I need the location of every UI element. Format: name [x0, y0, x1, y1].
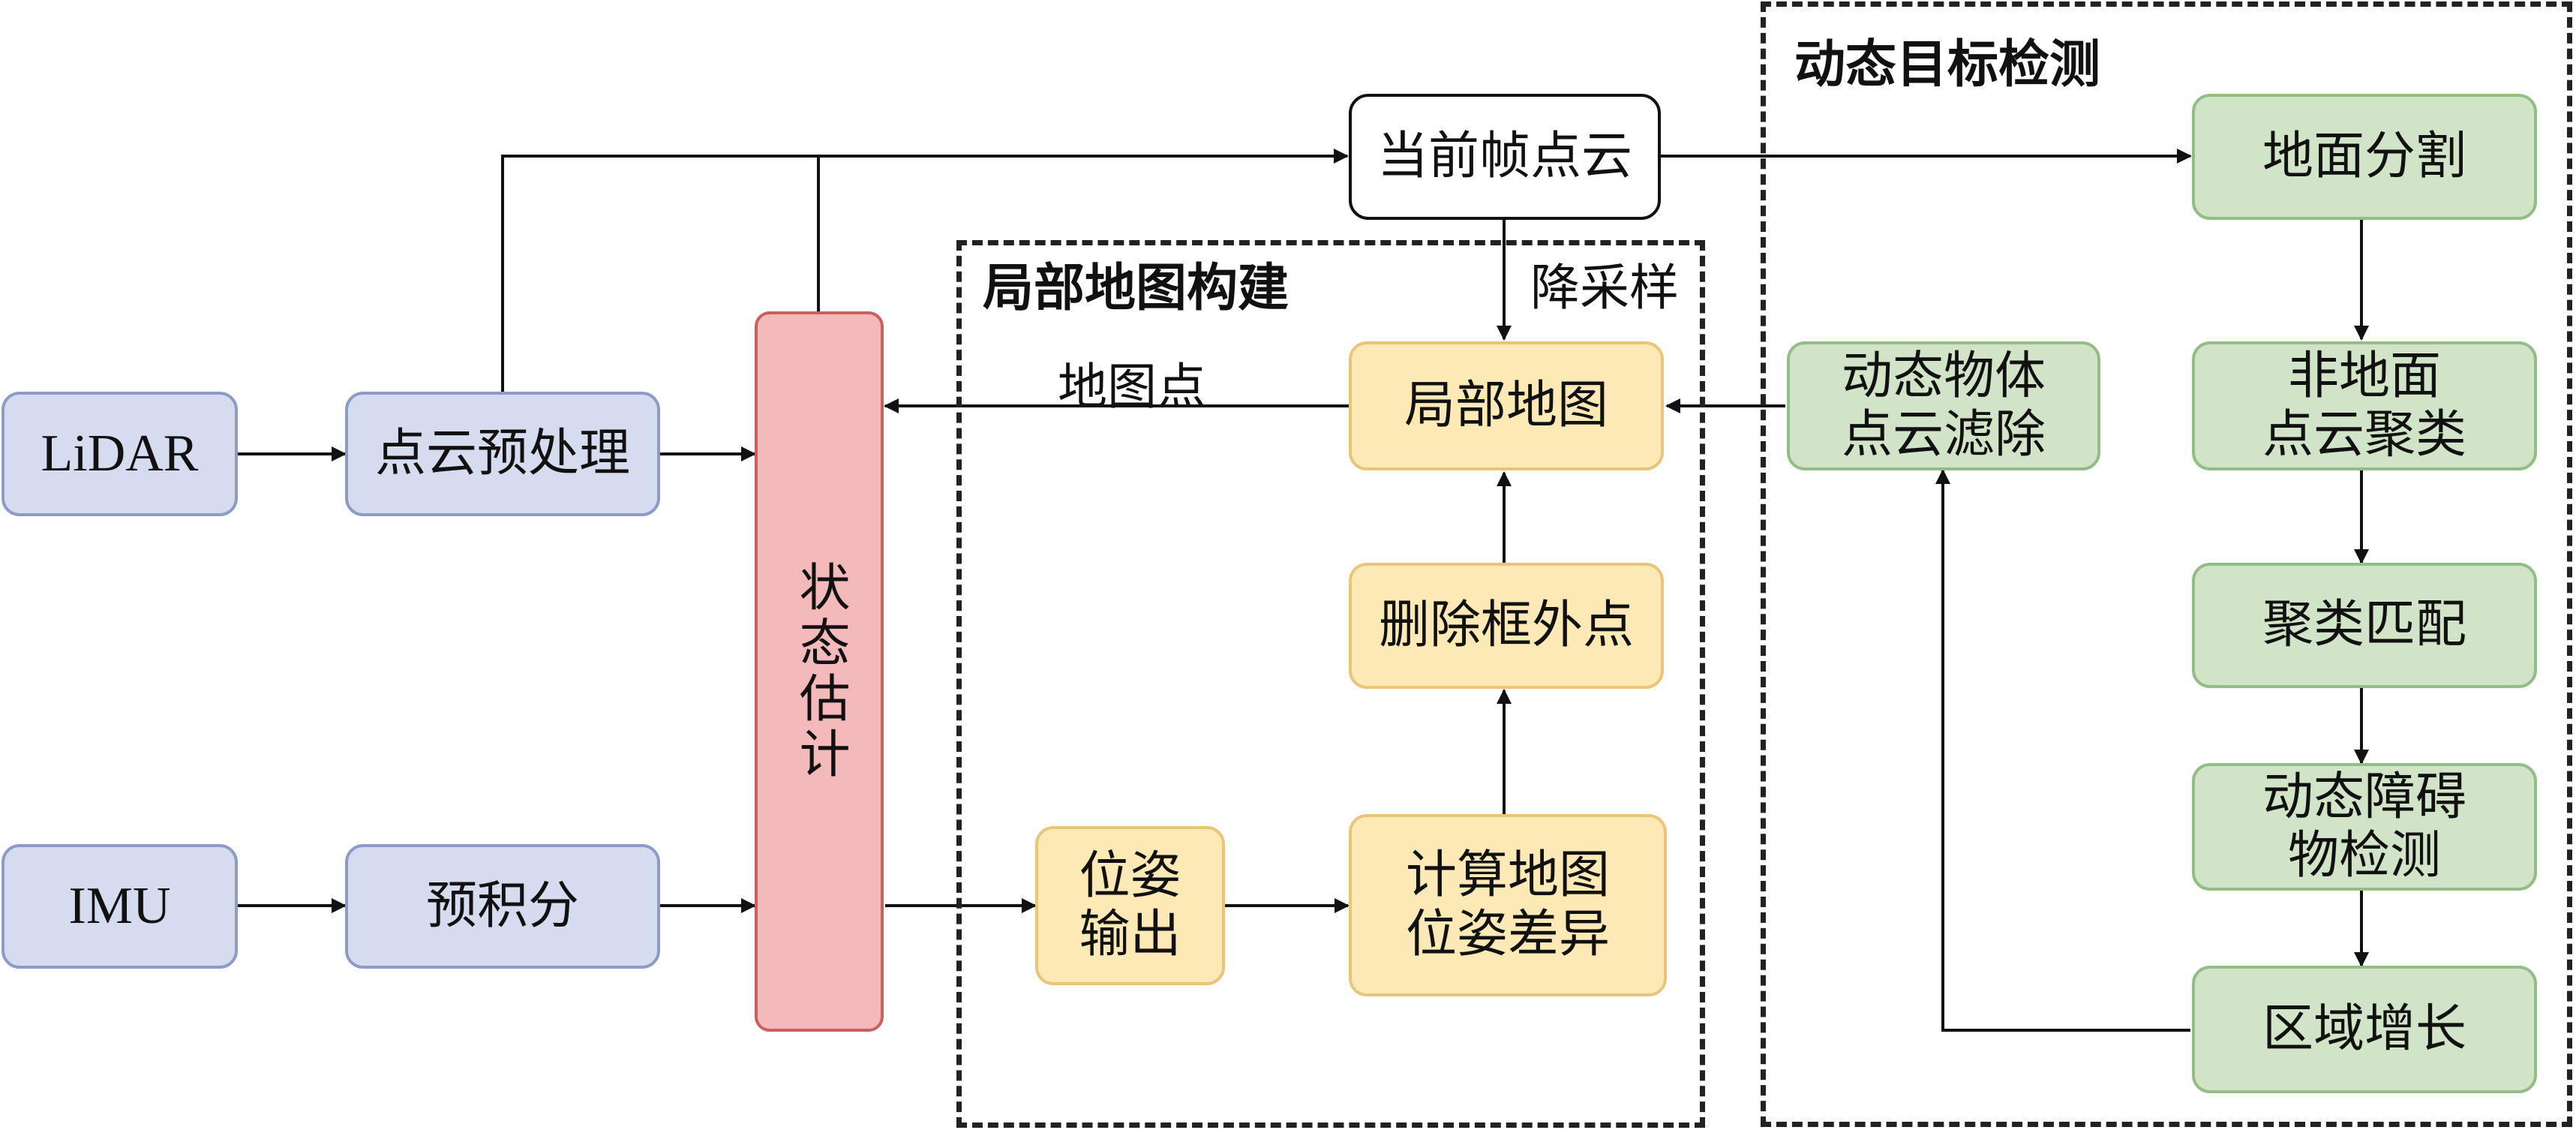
- arrow-region-to-filter: [1935, 469, 2190, 1032]
- preintegration-node: 预积分: [345, 844, 660, 969]
- downsample-label: 降采样: [1530, 259, 1679, 317]
- dynamic-detection-region: [1761, 2, 2572, 1127]
- compute-map-pose-diff-node: 计算地图 位姿差异: [1349, 814, 1667, 996]
- nonground-clustering-node: 非地面 点云聚类: [2192, 341, 2537, 470]
- lidar-node: LiDAR: [2, 392, 238, 516]
- dynamic-detection-region-title: 动态目标检测: [1794, 35, 2101, 95]
- cluster-matching-node: 聚类匹配: [2192, 563, 2537, 688]
- dynamic-obstacle-detection-node: 动态障碍 物检测: [2192, 763, 2537, 891]
- state-estimation-node: 状态估计: [755, 311, 884, 1032]
- local-map-region: [956, 240, 1705, 1128]
- dynamic-object-filtering-node: 动态物体 点云滤除: [1787, 341, 2100, 470]
- local-map-region-title: 局部地图构建: [983, 259, 1290, 318]
- remove-outside-points-node: 删除框外点: [1349, 563, 1664, 689]
- imu-node: IMU: [2, 844, 238, 969]
- arrow-preprocess-to-current-frame: [501, 149, 1349, 392]
- ground-segmentation-node: 地面分割: [2192, 94, 2537, 220]
- local-map-node: 局部地图: [1349, 341, 1664, 470]
- region-growing-node: 区域增长: [2192, 966, 2537, 1093]
- current-frame-cloud-node: 当前帧点云: [1349, 94, 1661, 220]
- map-points-label: 地图点: [1058, 358, 1206, 416]
- pointcloud-preprocess-node: 点云预处理: [345, 392, 660, 516]
- pose-output-node: 位姿 输出: [1035, 826, 1225, 985]
